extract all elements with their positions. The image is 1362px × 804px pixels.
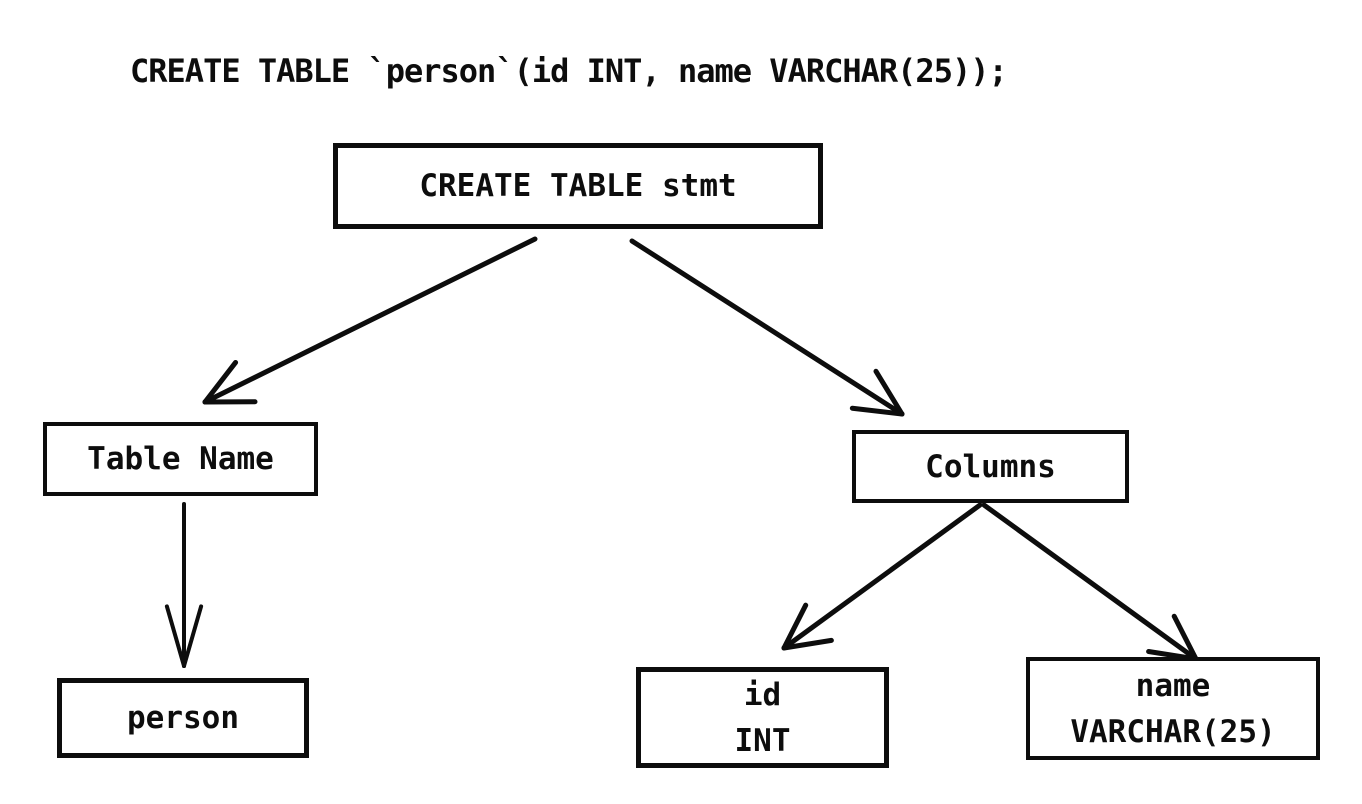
node-table-name-label: Table Name: [87, 441, 274, 477]
node-person: person: [57, 678, 309, 758]
edge-table-name-to-person: [164, 502, 204, 668]
node-id-int-line1: id: [743, 676, 782, 713]
node-id-int: id INT: [636, 667, 889, 768]
node-create-table-stmt-label: CREATE TABLE stmt: [419, 168, 737, 204]
edge-columns-to-name: [981, 502, 1199, 662]
node-columns-label: Columns: [925, 448, 1056, 485]
node-name-varchar: name VARCHAR(25): [1026, 657, 1320, 760]
sql-statement-text: CREATE TABLE `person`(id INT, name VARCH…: [130, 52, 1008, 90]
node-person-label: person: [127, 700, 239, 736]
edge-root-to-table-name: [202, 236, 538, 405]
node-table-name: Table Name: [43, 422, 318, 496]
edge-columns-to-id: [781, 502, 983, 651]
edge-root-to-columns: [629, 238, 905, 417]
node-create-table-stmt: CREATE TABLE stmt: [333, 143, 823, 229]
node-name-varchar-line2: VARCHAR(25): [1070, 713, 1276, 750]
node-name-varchar-line1: name: [1135, 667, 1211, 704]
node-id-int-line2: INT: [734, 722, 791, 759]
node-columns: Columns: [852, 430, 1129, 503]
